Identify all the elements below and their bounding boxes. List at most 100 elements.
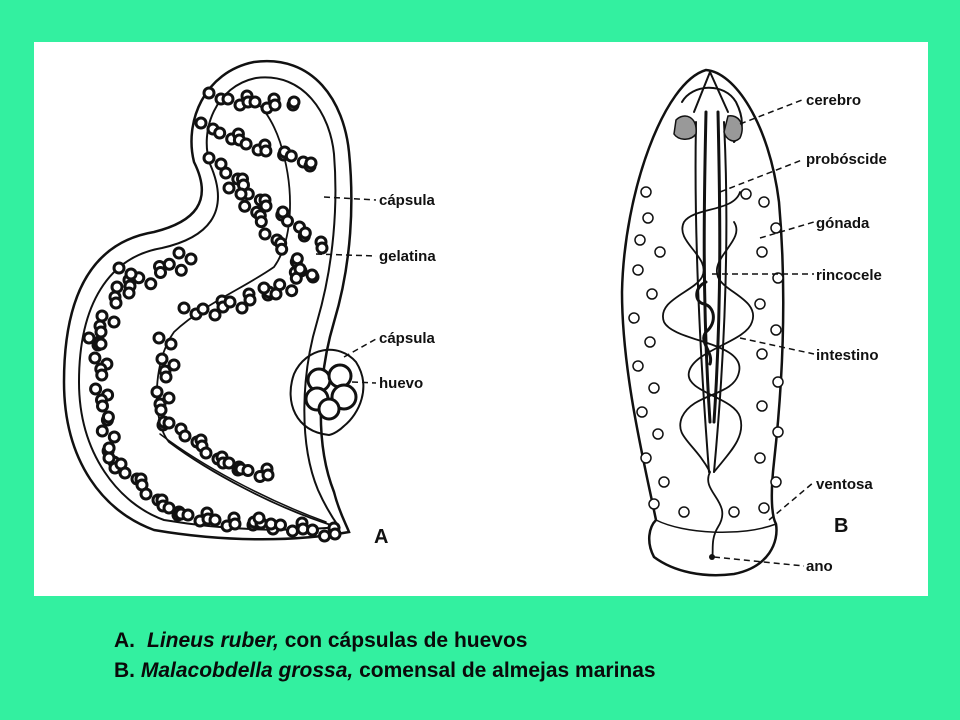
egg-dot bbox=[154, 403, 168, 417]
egg-dot bbox=[221, 92, 235, 106]
egg-dot bbox=[159, 370, 173, 384]
brain-right bbox=[723, 115, 743, 142]
egg-dot bbox=[181, 508, 195, 522]
diagram-svg: cápsula gelatina cápsula huevo A cerebro bbox=[62, 59, 887, 577]
gonad-dot bbox=[756, 348, 768, 360]
egg-dot bbox=[155, 352, 169, 366]
gonad-dot bbox=[644, 336, 656, 348]
egg-dot bbox=[178, 429, 192, 443]
egg-dot bbox=[222, 456, 236, 470]
egg-dot bbox=[234, 187, 248, 201]
egg-dot bbox=[306, 523, 319, 537]
egg-dot bbox=[89, 382, 103, 396]
capsule-outline bbox=[289, 348, 365, 437]
egg-dot bbox=[202, 86, 216, 100]
gonad-dot bbox=[646, 288, 658, 300]
label-intestino: intestino bbox=[816, 347, 879, 364]
label-letter-b: B bbox=[834, 515, 848, 537]
label-huevo: huevo bbox=[379, 375, 423, 392]
label-cerebro: cerebro bbox=[806, 92, 861, 109]
egg-dot bbox=[208, 308, 222, 322]
intestine bbox=[662, 191, 755, 473]
egg-dot bbox=[118, 466, 132, 480]
anus bbox=[709, 554, 715, 560]
egg-dot bbox=[94, 337, 108, 351]
proboscis-coil bbox=[695, 280, 715, 366]
label-capsula-1: cápsula bbox=[379, 192, 436, 209]
egg-dot bbox=[285, 284, 299, 298]
egg-dot bbox=[273, 278, 287, 292]
egg-dot bbox=[162, 416, 176, 430]
caption-line-2: B. Malacobdella grossa, comensal de alme… bbox=[114, 656, 656, 686]
egg-dot bbox=[286, 524, 299, 538]
egg-dot bbox=[95, 424, 109, 438]
gonad-dot bbox=[642, 212, 654, 224]
egg-dot bbox=[268, 98, 282, 112]
egg-capsules-a bbox=[82, 86, 342, 543]
figure-panel: cápsula gelatina cápsula huevo A cerebro bbox=[34, 42, 928, 596]
egg-dot bbox=[259, 199, 273, 213]
caption-text-b: comensal de almejas marinas bbox=[353, 659, 656, 682]
egg-dot bbox=[95, 309, 109, 323]
egg-dot bbox=[290, 252, 304, 266]
gonad-dot bbox=[754, 298, 766, 310]
egg-dot bbox=[102, 441, 116, 455]
egg-dot bbox=[241, 464, 255, 477]
egg-dot bbox=[107, 430, 121, 444]
egg-dot bbox=[82, 331, 96, 345]
egg-dot bbox=[196, 302, 210, 316]
egg-dot bbox=[194, 116, 208, 130]
egg-dot bbox=[202, 151, 216, 165]
lineus-ruber-drawing bbox=[62, 59, 353, 541]
label-gelatina: gelatina bbox=[379, 248, 436, 265]
egg-dot bbox=[96, 399, 109, 413]
gonad-dot bbox=[632, 360, 644, 372]
label-ano: ano bbox=[806, 558, 833, 575]
label-rincocele: rincocele bbox=[816, 267, 882, 284]
egg-dot bbox=[208, 513, 222, 527]
egg bbox=[327, 363, 353, 389]
gonad-dot bbox=[758, 196, 770, 208]
gonad-dot bbox=[770, 476, 782, 488]
caption-species-a: Lineus ruber, bbox=[147, 629, 279, 652]
intestine-tail bbox=[707, 471, 724, 559]
egg-dot bbox=[257, 281, 271, 295]
caption-marker-b: B. bbox=[114, 659, 135, 682]
label-letter-a: A bbox=[374, 526, 388, 548]
egg-dot bbox=[162, 391, 176, 405]
egg-dot bbox=[298, 226, 312, 240]
worm-a-fold-2 bbox=[159, 433, 327, 523]
egg-dot bbox=[102, 451, 116, 465]
malacobdella-drawing bbox=[620, 68, 785, 577]
egg-dot bbox=[107, 315, 121, 329]
egg-dot bbox=[184, 252, 198, 266]
gonad-dot bbox=[636, 406, 648, 418]
label-capsula-2: cápsula bbox=[379, 330, 436, 347]
label-ventosa: ventosa bbox=[816, 476, 873, 493]
egg-dot bbox=[281, 214, 294, 228]
egg-dot bbox=[154, 266, 167, 279]
egg-dot bbox=[274, 518, 287, 532]
egg-dot bbox=[304, 156, 318, 170]
figure-caption: A.Lineus ruber, con cápsulas de huevos B… bbox=[114, 626, 656, 686]
gonad-dot bbox=[770, 324, 782, 336]
egg-dot bbox=[162, 501, 176, 515]
egg-dot bbox=[124, 267, 138, 281]
gonad-dot bbox=[740, 188, 752, 200]
gonads-b bbox=[628, 186, 784, 518]
gonad-dot bbox=[640, 186, 652, 198]
egg-dot bbox=[95, 368, 109, 382]
egg-dot bbox=[199, 446, 213, 460]
gonad-dot bbox=[648, 382, 660, 394]
gonad-dot bbox=[628, 312, 640, 324]
gonad-dot bbox=[772, 272, 784, 284]
egg-dot bbox=[318, 529, 331, 543]
brain-left bbox=[673, 115, 697, 140]
egg-dot bbox=[261, 468, 275, 482]
egg-dot bbox=[101, 410, 115, 424]
egg-dot bbox=[164, 337, 178, 351]
egg-dot bbox=[219, 166, 233, 180]
leader-lines-b bbox=[712, 99, 815, 567]
gonad-dot bbox=[678, 506, 690, 518]
egg-dot bbox=[248, 95, 262, 109]
